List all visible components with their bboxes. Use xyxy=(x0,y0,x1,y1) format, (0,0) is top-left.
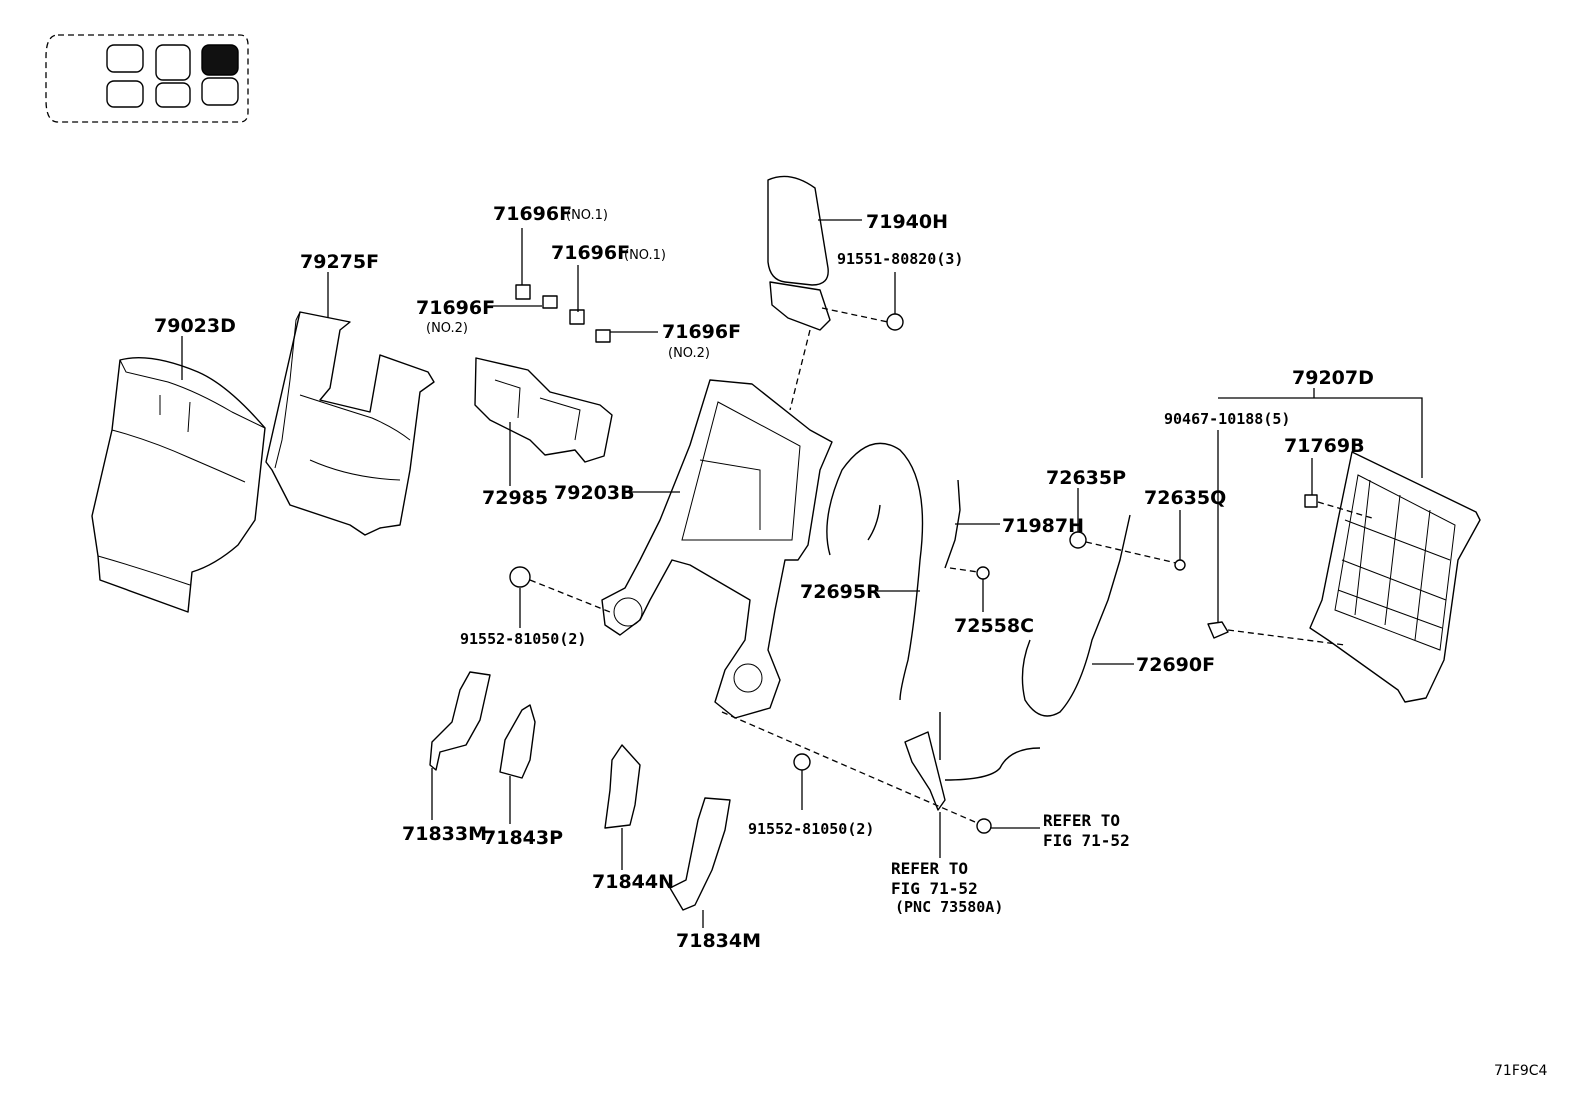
cap-72635Q-drawing xyxy=(1174,559,1186,571)
label-71696F-d: 71696F xyxy=(662,321,741,343)
dash-line-caps xyxy=(1085,541,1177,564)
label-71940H: 71940H xyxy=(866,211,948,233)
refer-to-2-line3: (PNC 73580A) xyxy=(895,898,1003,916)
label-72635Q: 72635Q xyxy=(1144,487,1226,509)
label-71696F-c-note: (NO.2) xyxy=(426,321,468,336)
clip-71769B-drawing xyxy=(1304,494,1318,508)
dash-line-headrest xyxy=(821,307,889,323)
cover-71844N-drawing xyxy=(604,744,641,829)
label-71696F-d-note: (NO.2) xyxy=(668,346,710,361)
seatbelt-drawing xyxy=(904,712,1041,834)
label-79203B: 79203B xyxy=(554,482,635,504)
cable-72695R-drawing xyxy=(826,442,924,701)
figure-code: 71F9C4 xyxy=(1494,1063,1548,1079)
dash-line-rod xyxy=(949,567,979,573)
rod-71987H-drawing xyxy=(944,479,961,569)
locator-seat-r1c3-highlighted xyxy=(201,44,239,76)
label-79207D: 79207D xyxy=(1292,367,1374,389)
label-91551: 91551-80820(3) xyxy=(837,250,963,268)
seatback-cover-drawing xyxy=(91,357,266,613)
locator-seat-r2c3 xyxy=(201,77,239,106)
locator-seat-r2c1 xyxy=(106,80,144,108)
refer-to-2-line2: FIG 71-52 xyxy=(891,879,978,898)
cover-71833M-drawing xyxy=(429,671,491,771)
refer-to-1-line1: REFER TO xyxy=(1043,811,1120,830)
headrest-drawing xyxy=(767,175,831,331)
dash-line-clip-90467 xyxy=(1227,629,1346,646)
label-71769B: 71769B xyxy=(1284,435,1365,457)
label-72985: 72985 xyxy=(482,487,548,509)
dash-line-frame-belt xyxy=(721,711,976,823)
label-91552-b: 91552-81050(2) xyxy=(748,820,874,838)
dash-line-clip-71769B xyxy=(1317,501,1373,519)
cable-72695R-end xyxy=(867,504,881,541)
label-71696F-b: 71696F xyxy=(551,242,630,264)
label-72558C: 72558C xyxy=(954,615,1034,637)
locator-seat-r1c2 xyxy=(155,44,191,81)
label-72635P: 72635P xyxy=(1046,467,1126,489)
rod-72690F-drawing xyxy=(1021,514,1131,717)
bolt-91552-a-drawing xyxy=(509,566,531,588)
grommet-72558C-drawing xyxy=(976,566,990,580)
label-71696F-b-note: (NO.1) xyxy=(624,248,666,263)
leader-79207D xyxy=(1218,388,1423,478)
back-board-drawing xyxy=(1309,451,1481,703)
dash-line-bolt-a xyxy=(529,579,611,613)
label-71987H: 71987H xyxy=(1002,515,1084,537)
label-71844N: 71844N xyxy=(592,871,674,893)
label-71696F-a: 71696F xyxy=(493,203,572,225)
locator-seat-r2c2 xyxy=(155,82,191,108)
label-71834M: 71834M xyxy=(676,930,761,952)
dash-line-headrest-frame xyxy=(789,329,811,411)
label-91552-a: 91552-81050(2) xyxy=(460,630,586,648)
bolt-91551-drawing xyxy=(886,313,904,331)
seatback-frame-drawing xyxy=(601,379,833,719)
refer-to-2-line1: REFER TO xyxy=(891,859,968,878)
cover-71834M-drawing xyxy=(669,797,731,911)
lumbar-support-drawing xyxy=(474,357,613,463)
seatback-pad-drawing xyxy=(265,311,435,536)
label-71696F-c: 71696F xyxy=(416,297,495,319)
label-72690F: 72690F xyxy=(1136,654,1215,676)
label-71843P: 71843P xyxy=(483,827,563,849)
label-79023D: 79023D xyxy=(154,315,236,337)
label-71696F-a-note: (NO.1) xyxy=(566,208,608,223)
cover-71843P-drawing xyxy=(499,704,536,779)
label-71833M: 71833M xyxy=(402,823,487,845)
label-72695R: 72695R xyxy=(800,581,881,603)
bolt-91552-b-drawing xyxy=(793,753,811,771)
clip-90467-drawing xyxy=(1207,621,1229,639)
refer-to-1-line2: FIG 71-52 xyxy=(1043,831,1130,850)
label-79275F: 79275F xyxy=(300,251,379,273)
clips-drawing xyxy=(515,284,611,343)
seat-locator xyxy=(45,34,249,123)
label-90467: 90467-10188(5) xyxy=(1164,410,1290,428)
locator-seat-r1c1 xyxy=(106,44,144,73)
